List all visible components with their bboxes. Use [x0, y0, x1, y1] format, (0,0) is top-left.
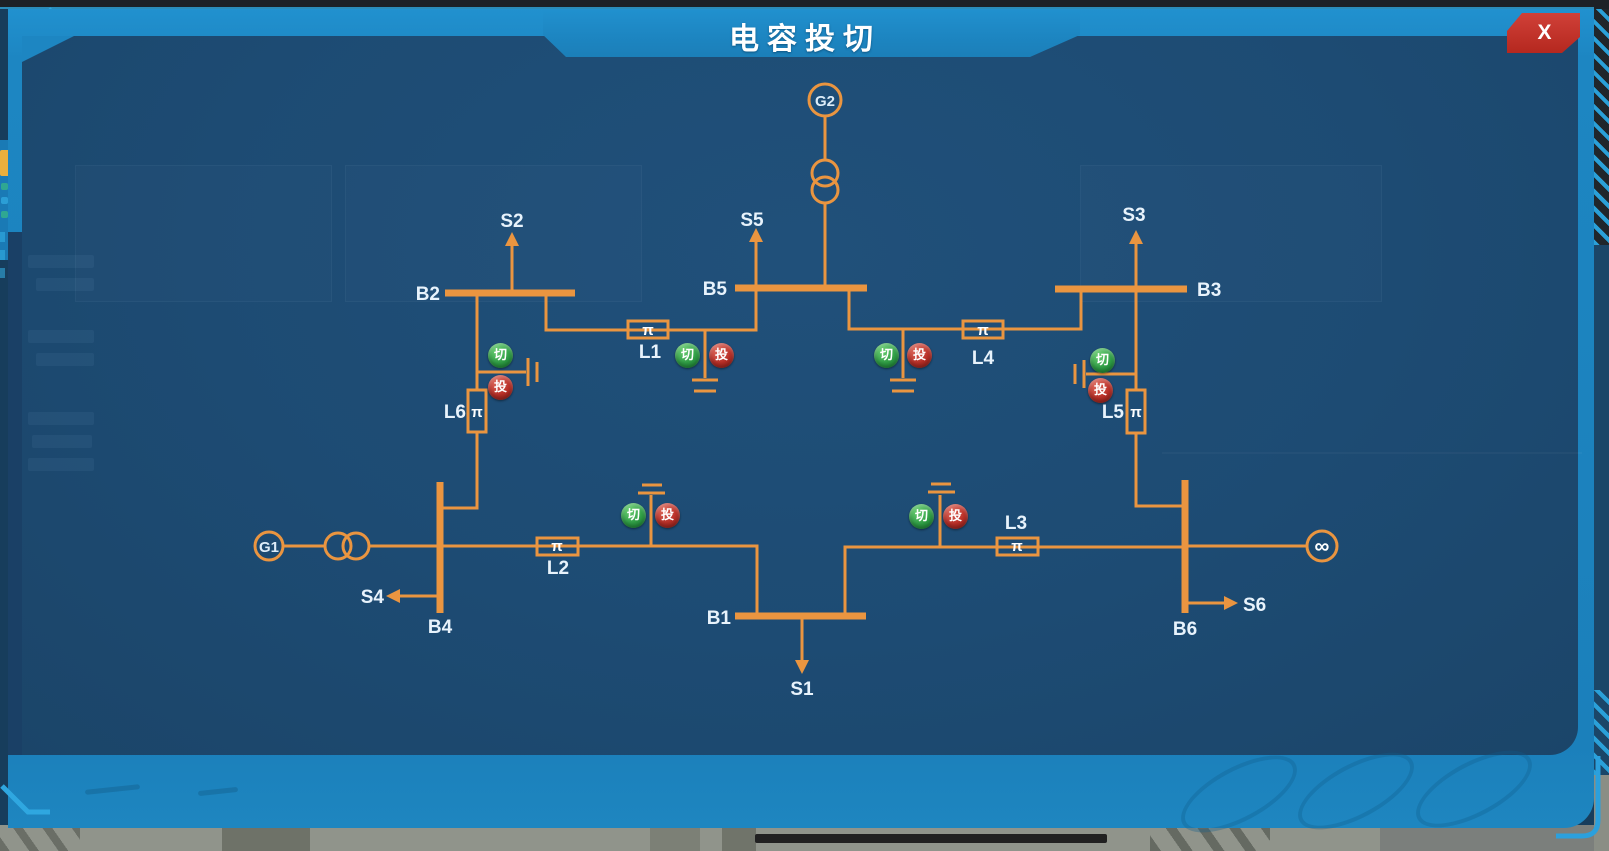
titlebar — [543, 9, 1080, 57]
top-strip — [0, 0, 1609, 9]
cut-button-l1[interactable]: 切 — [675, 343, 700, 368]
background-app-icon — [0, 150, 11, 176]
right-edge-decor — [1594, 0, 1609, 851]
insert-button-l4[interactable]: 投 — [907, 343, 932, 368]
cut-button-b3[interactable]: 切 — [1090, 348, 1115, 373]
cut-button-l4[interactable]: 切 — [874, 343, 899, 368]
desktop-strip — [0, 825, 1609, 851]
insert-button-b3[interactable]: 投 — [1088, 378, 1113, 403]
close-button[interactable]: X — [1507, 13, 1580, 53]
cut-button-b2[interactable]: 切 — [488, 343, 513, 368]
cut-button-l3[interactable]: 切 — [909, 504, 934, 529]
close-x-icon: X — [1537, 21, 1552, 44]
desktop-stripes-right — [1150, 825, 1270, 851]
insert-button-l2[interactable]: 投 — [655, 503, 680, 528]
diagram-panel — [22, 36, 1578, 755]
insert-button-l1[interactable]: 投 — [709, 343, 734, 368]
desktop-stripes-left — [0, 825, 80, 851]
insert-button-l3[interactable]: 投 — [943, 504, 968, 529]
taskbar-shadow — [755, 834, 1107, 843]
cut-button-l2[interactable]: 切 — [621, 503, 646, 528]
insert-button-b2[interactable]: 投 — [488, 375, 513, 400]
window-title: 电容投切 — [729, 22, 881, 57]
